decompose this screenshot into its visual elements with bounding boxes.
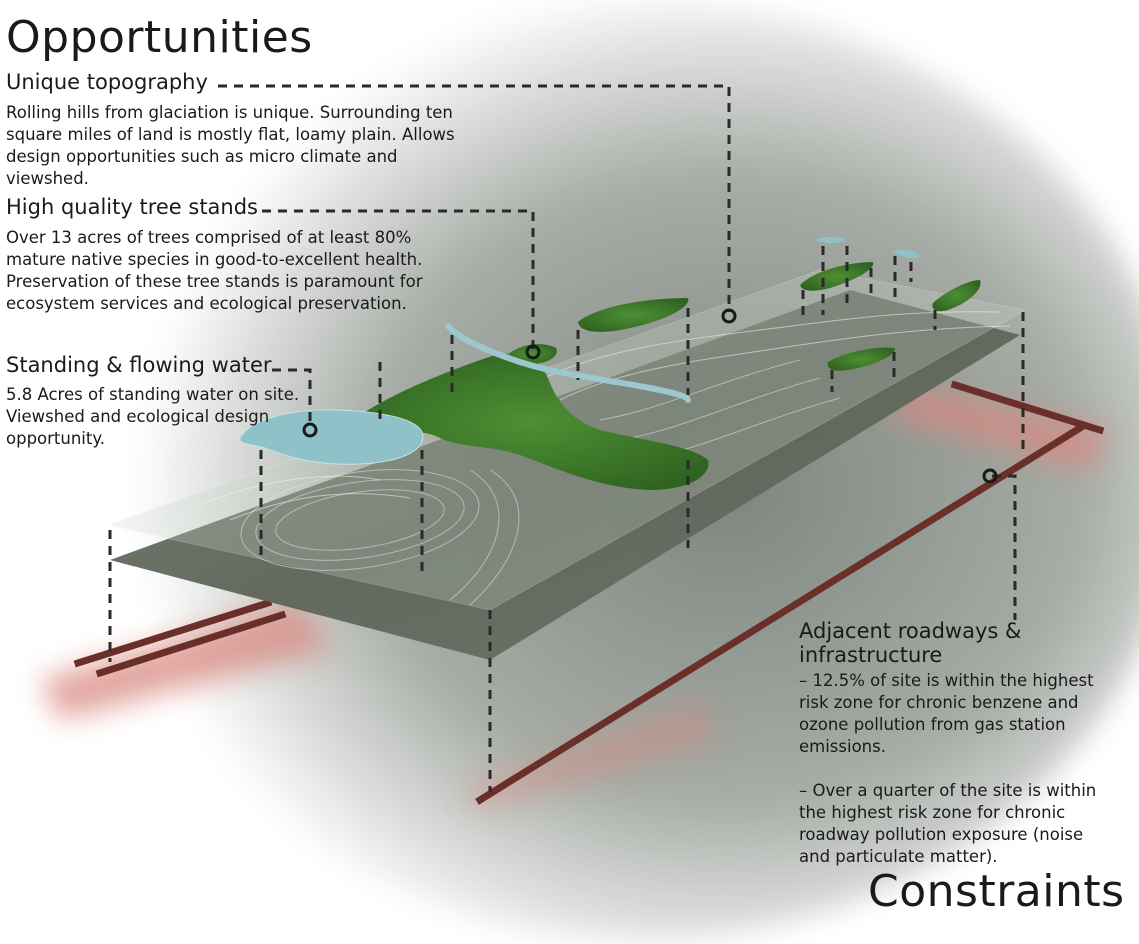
standing-water [239, 409, 424, 465]
leader-markers [302, 308, 998, 484]
opportunities-title: Opportunities [6, 12, 313, 63]
contour-lines [240, 359, 841, 606]
topography-body: Rolling hills from glaciation is unique.… [6, 103, 455, 188]
leader-roadways [992, 474, 1017, 620]
aerial-photo-layer [110, 290, 1020, 660]
tree-stand-small-2 [800, 262, 874, 291]
leader-lines [218, 84, 1017, 620]
tree-stand-small-1 [578, 298, 689, 332]
flowing-stream [445, 323, 691, 403]
water-heading: Standing & flowing water [6, 353, 272, 377]
water-body: 5.8 Acres of standing water on site. Vie… [6, 385, 300, 448]
topography-heading: Unique topography [6, 70, 208, 94]
constraints-title: Constraints [868, 866, 1125, 917]
roadways-heading: Adjacent roadways & infrastructure [799, 619, 1022, 668]
roadways-body: – 12.5% of site is within the highest ri… [799, 671, 1097, 866]
leader-water [272, 368, 312, 428]
tree-stand-small-3 [932, 280, 981, 312]
trees-body: Over 13 acres of trees comprised of at l… [6, 228, 423, 313]
marker-trees [525, 344, 541, 360]
main-tree-stand [354, 353, 709, 490]
trees-heading: High quality tree stands [6, 195, 258, 219]
marker-topography [721, 308, 737, 324]
topo-plane-contours [199, 311, 1011, 521]
marker-water [302, 422, 318, 438]
projection-lines [108, 246, 1025, 792]
roadways [73, 380, 1105, 805]
leader-topography [218, 84, 731, 312]
tree-stand-small-4 [827, 347, 896, 371]
marker-roadways [982, 468, 998, 484]
